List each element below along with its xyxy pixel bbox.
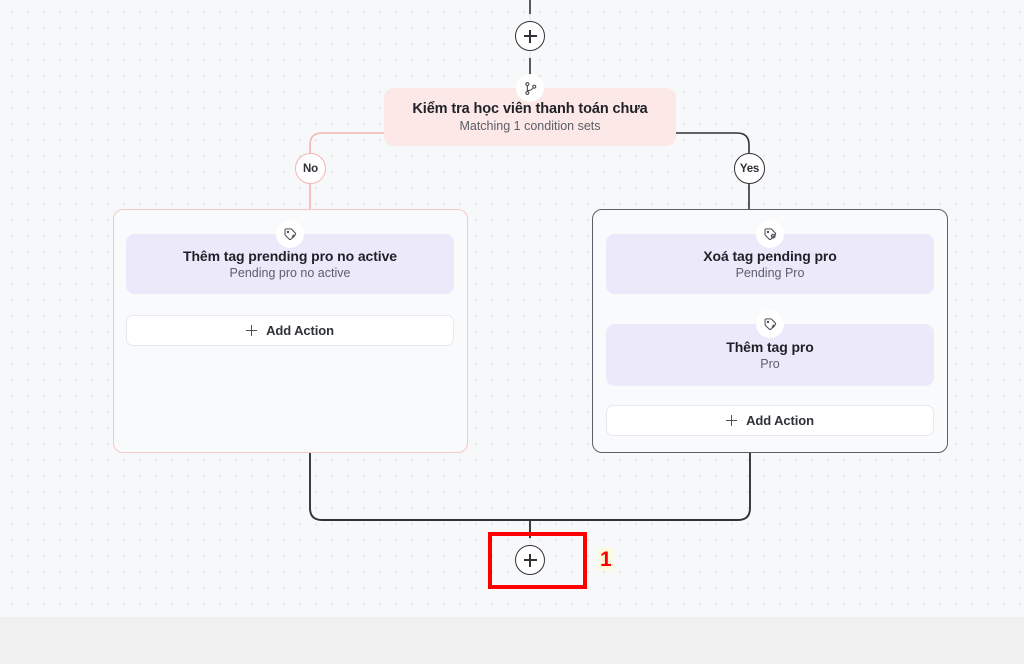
action-card-subtitle: Pro [760,357,780,371]
branch-badge-yes-label: Yes [739,162,760,175]
plus-icon [246,325,258,336]
action-card-title: Xoá tag pending pro [703,248,837,264]
condition-node-subtitle: Matching 1 condition sets [459,119,601,133]
branch-split-icon [516,74,544,102]
action-card-add-tag-pending-pro-no-active[interactable]: Thêm tag prending pro no active Pending … [126,220,454,294]
action-card-title: Thêm tag prending pro no active [183,248,397,264]
action-card-subtitle: Pending Pro [735,266,805,280]
add-step-button-bottom[interactable] [515,545,545,575]
condition-node-title: Kiểm tra học viên thanh toán chưa [412,101,648,117]
tag-add-icon [276,220,304,248]
plus-icon-vertical [529,29,531,43]
action-card-subtitle: Pending pro no active [229,266,351,280]
add-step-button-top[interactable] [515,21,545,51]
action-card-add-tag-pro[interactable]: Thêm tag pro Pro [606,310,934,386]
tag-remove-icon [756,220,784,248]
action-card-remove-tag-pending-pro[interactable]: Xoá tag pending pro Pending Pro [606,220,934,294]
add-action-button-yes-branch[interactable]: Add Action [606,405,934,436]
annotation-marker-1: 1 [598,548,614,572]
action-card-title: Thêm tag pro [726,339,814,355]
branch-badge-no[interactable]: No [295,153,326,184]
tag-add-icon [756,310,784,338]
plus-icon-vertical [529,553,531,567]
plus-icon [726,415,738,426]
workflow-canvas[interactable]: Kiểm tra học viên thanh toán chưa Matchi… [0,0,1024,617]
add-action-label: Add Action [266,323,334,338]
branch-badge-yes[interactable]: Yes [734,153,765,184]
condition-node[interactable]: Kiểm tra học viên thanh toán chưa Matchi… [384,74,676,146]
branch-badge-no-label: No [303,162,318,175]
add-action-button-no-branch[interactable]: Add Action [126,315,454,346]
add-action-label: Add Action [746,413,814,428]
bottom-bar [0,617,1024,664]
